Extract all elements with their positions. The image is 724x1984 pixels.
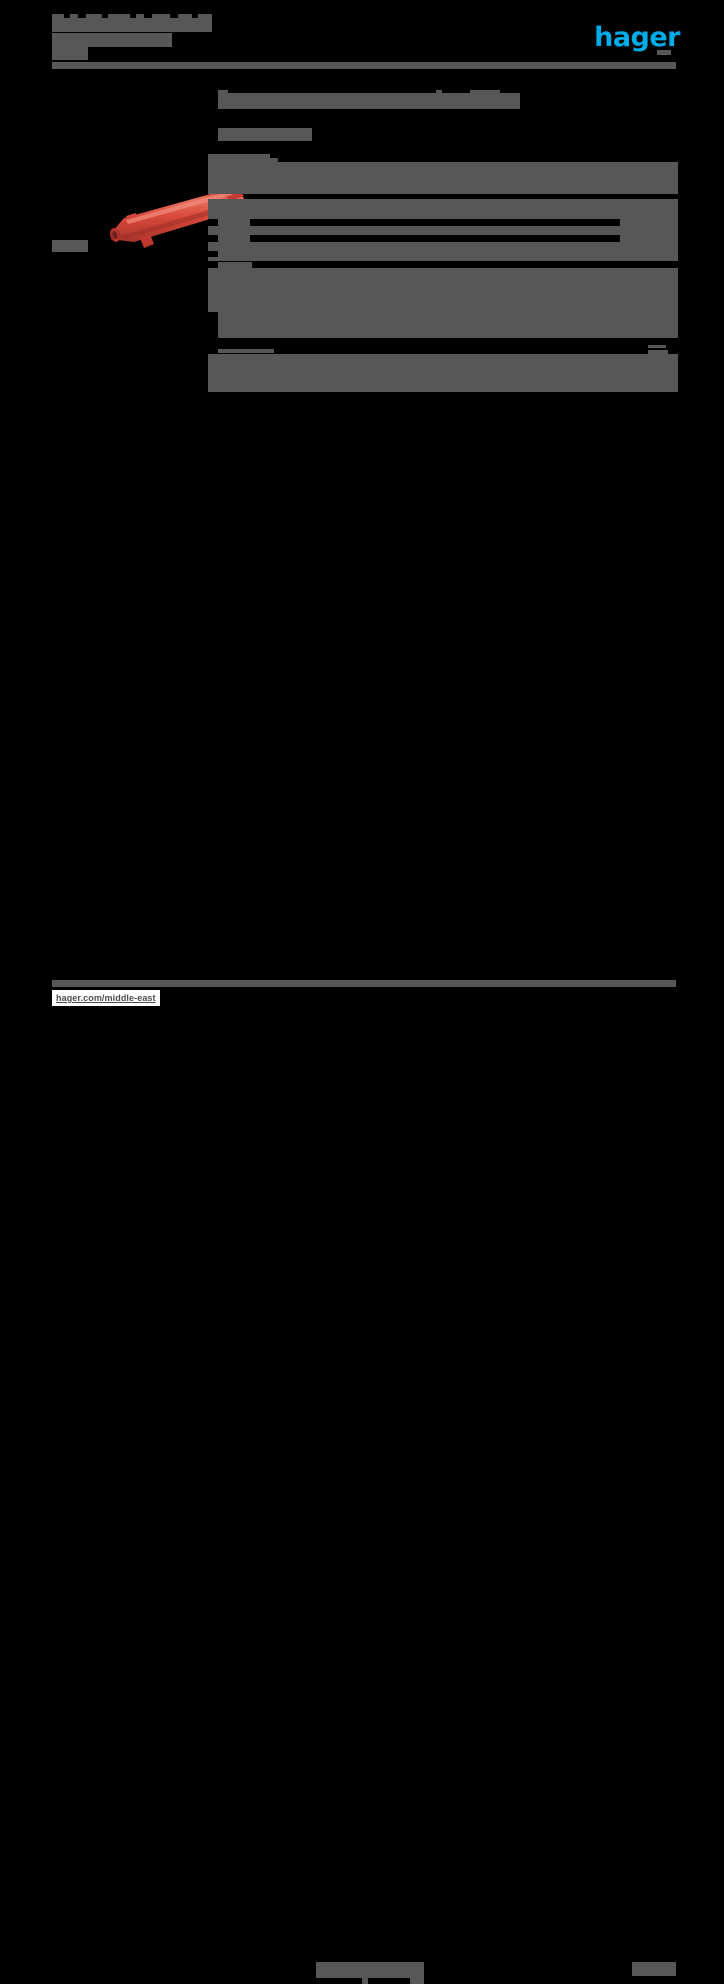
spec-row-notch xyxy=(208,219,218,226)
page-footer: hager.com/middle-east xyxy=(0,974,724,1984)
header-divider xyxy=(52,62,676,69)
spec-row xyxy=(208,154,678,194)
product-heading-mark-a xyxy=(218,90,228,94)
product-heading-mark-c xyxy=(470,90,500,94)
product-heading xyxy=(218,93,520,109)
title-mark-a xyxy=(52,14,64,19)
spec-divider-right-lower xyxy=(648,350,668,354)
spec-row-tick xyxy=(208,154,270,159)
spec-row-notch xyxy=(208,251,218,257)
hager-logo-text: hager xyxy=(594,21,680,53)
spec-row-notch xyxy=(208,235,218,242)
title-mark-f xyxy=(152,14,170,19)
document-title-line-3 xyxy=(52,47,88,60)
document-title-line-1 xyxy=(52,18,212,32)
spec-row xyxy=(208,354,678,392)
footer-divider xyxy=(52,980,676,987)
footer-page-number xyxy=(632,1962,676,1976)
product-heading-mark-b xyxy=(436,90,442,94)
footer-center-text xyxy=(316,1962,424,1978)
spec-row-gap xyxy=(250,219,620,226)
spec-row-value xyxy=(218,268,678,338)
footer-url-link[interactable]: hager.com/middle-east xyxy=(52,990,160,1006)
spec-row xyxy=(208,262,678,338)
product-caption xyxy=(52,240,88,252)
spec-row-gap xyxy=(250,235,620,242)
spec-row-tick xyxy=(218,262,252,268)
logo-registered-mark xyxy=(657,50,671,55)
page-header: hager xyxy=(0,0,724,72)
document-title-line-2 xyxy=(52,33,172,47)
title-mark-h xyxy=(198,14,212,19)
footer-center-mark-b xyxy=(410,1976,424,1984)
spec-row-value xyxy=(218,354,678,392)
spec-row-value xyxy=(218,199,678,261)
title-mark-d xyxy=(108,14,130,19)
title-mark-e xyxy=(136,14,144,19)
footer-center-mark-a xyxy=(362,1978,368,1984)
spec-row-value xyxy=(218,162,678,194)
spec-divider-left xyxy=(218,349,274,353)
title-mark-c xyxy=(86,14,102,19)
spec-row xyxy=(208,199,678,261)
title-mark-g xyxy=(178,14,192,19)
spec-row-notch xyxy=(208,312,218,338)
title-mark-b xyxy=(70,14,78,19)
hager-logo[interactable]: hager xyxy=(584,21,680,53)
spec-divider-right-upper xyxy=(648,345,666,348)
product-subheading xyxy=(218,128,312,141)
